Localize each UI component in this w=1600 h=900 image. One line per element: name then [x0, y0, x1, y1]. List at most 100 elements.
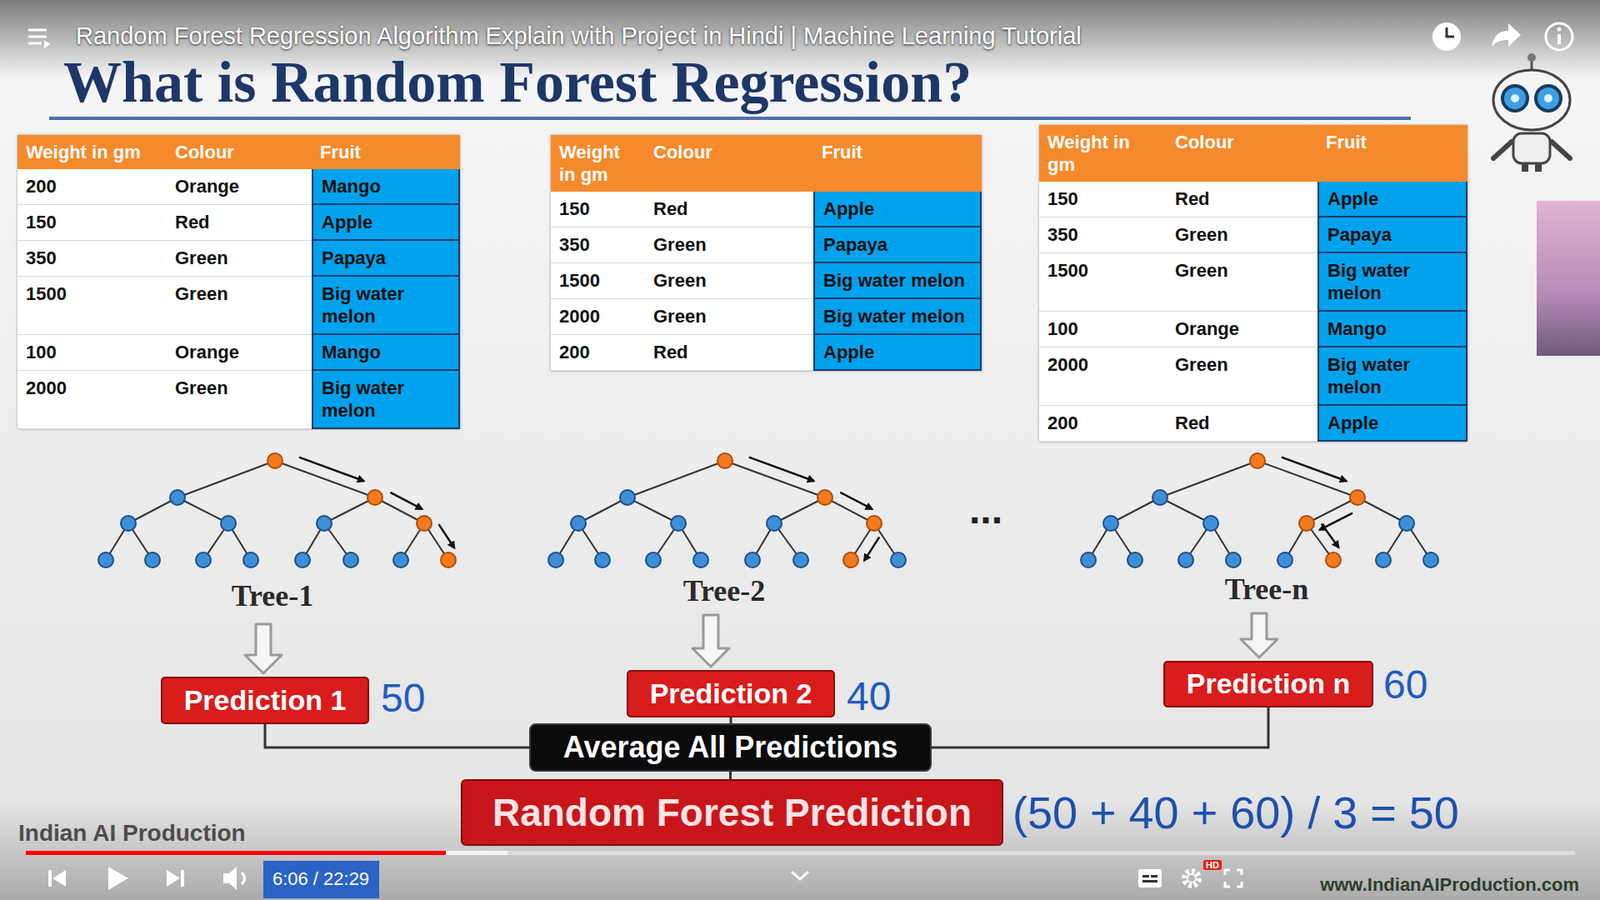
channel-watermark: Indian AI Production — [18, 820, 246, 847]
path-arrow — [1281, 457, 1347, 482]
fullscreen-icon-part — [1236, 870, 1242, 875]
table-header: Weight in gm — [1039, 125, 1167, 182]
tree-name: Tree-2 — [683, 574, 766, 609]
fullscreen-icon-part — [1236, 881, 1242, 887]
clock-icon-part — [1446, 27, 1455, 37]
tree-node — [220, 515, 236, 531]
tree-node — [295, 552, 310, 568]
menu-icon-part — [44, 40, 50, 49]
time-highlight — [263, 860, 380, 899]
fruit-cell: Papaya — [813, 227, 982, 264]
tree-node — [170, 490, 185, 505]
robot-mascot-part — [1521, 163, 1529, 172]
tree-name: Tree-1 — [231, 579, 315, 614]
settings-icon — [1184, 870, 1200, 886]
player-controls-part — [108, 866, 129, 890]
connector — [730, 717, 733, 724]
player-controls-part — [241, 872, 245, 885]
tree-node — [620, 490, 635, 505]
prediction-value: 50 — [380, 675, 425, 721]
down-arrow-part — [245, 624, 282, 674]
table-cell: 150 — [1039, 181, 1167, 218]
connector — [729, 771, 732, 780]
table-cell: 100 — [1039, 311, 1167, 348]
tree-node — [745, 552, 760, 568]
box-label: Prediction n — [1186, 667, 1350, 700]
title-underline — [49, 116, 1411, 120]
tree-branch — [1160, 460, 1258, 498]
table-header: Colour — [166, 135, 312, 170]
tree-node — [890, 552, 906, 568]
menu-icon-part — [28, 35, 47, 39]
table-cell: 200 — [1039, 405, 1167, 442]
table-cell: 1500 — [1039, 253, 1167, 312]
fruit-cell: Mango — [311, 335, 460, 371]
fruit-cell: Mango — [1317, 311, 1468, 348]
table-cell: 1500 — [550, 263, 645, 300]
table-cell: Green — [166, 276, 312, 335]
tree-node — [1277, 552, 1293, 568]
settings-icon-part — [1184, 870, 1200, 886]
table-cell: Green — [166, 370, 312, 430]
tree-node — [1203, 515, 1219, 531]
progress-bar — [25, 850, 1575, 855]
decision-tree — [1080, 453, 1439, 568]
menu-icon-part — [28, 29, 47, 32]
fruit-cell: Papaya — [311, 240, 460, 277]
table-header: Fruit — [813, 135, 982, 192]
fruit-cell: Apple — [1317, 181, 1468, 218]
tree-node — [1127, 552, 1143, 568]
tree-node-active — [866, 515, 882, 531]
fruit-cell: Big water melon — [311, 276, 460, 335]
fruit-cell: Big water melon — [311, 370, 460, 430]
table-cell: 1500 — [17, 276, 167, 335]
data-table: Weight in gmColourFruit150RedApple350Gre… — [1039, 125, 1468, 442]
fruit-cell: Big water melon — [1317, 253, 1468, 312]
robot-mascot — [1493, 53, 1570, 172]
box-label: Prediction 2 — [650, 677, 813, 710]
fruit-cell: Big water melon — [813, 263, 982, 300]
tree-node-active — [367, 490, 383, 505]
robot-mascot-part — [1493, 70, 1570, 130]
video-time: 6:06 / 22:29 — [272, 868, 370, 890]
subtitle-icon-part — [1150, 875, 1158, 878]
tree-node — [1423, 552, 1439, 568]
clock-icon — [1432, 22, 1461, 51]
prediction-box: Prediction n — [1163, 660, 1374, 708]
average-formula: (50 + 40 + 60) / 3 = 50 — [1012, 786, 1460, 839]
fruit-cell: Apple — [813, 335, 982, 371]
hd-badge: HD — [1203, 860, 1222, 871]
tree-branch — [177, 497, 229, 524]
table-cell: 350 — [17, 240, 167, 277]
fruit-cell: Papaya — [1317, 217, 1468, 254]
table-cell: Orange — [166, 335, 312, 371]
video-thumbnail — [1536, 200, 1600, 356]
path-arrow — [840, 492, 872, 510]
robot-mascot-part — [1493, 141, 1512, 159]
chevron-icon — [791, 871, 809, 880]
down-arrow-part — [692, 615, 730, 667]
table-cell: Red — [645, 335, 814, 371]
player-controls-part — [223, 866, 237, 890]
table-cell: 350 — [550, 227, 645, 264]
tree-node — [98, 552, 114, 568]
subtitle-icon-part — [1138, 869, 1162, 888]
tree-node-active — [440, 552, 456, 568]
table-cell: Green — [645, 299, 814, 335]
path-arrow — [299, 457, 365, 482]
tree-node — [393, 552, 409, 568]
player-controls-part — [166, 870, 180, 887]
fruit-cell: Mango — [311, 169, 460, 205]
ellipsis-mark: ... — [969, 486, 1003, 533]
table-header: Weight in gm — [550, 135, 645, 192]
tree-node-active — [817, 490, 833, 505]
table-cell: Red — [166, 205, 312, 241]
table-cell: Green — [1166, 217, 1318, 254]
table-cell: 200 — [17, 169, 167, 205]
tree-node — [1103, 515, 1119, 531]
info-icon — [1545, 23, 1573, 50]
tree-node — [595, 552, 610, 568]
tree-node — [1225, 552, 1241, 568]
subtitle-icon-part — [1142, 880, 1158, 883]
path-arrow — [390, 492, 422, 510]
